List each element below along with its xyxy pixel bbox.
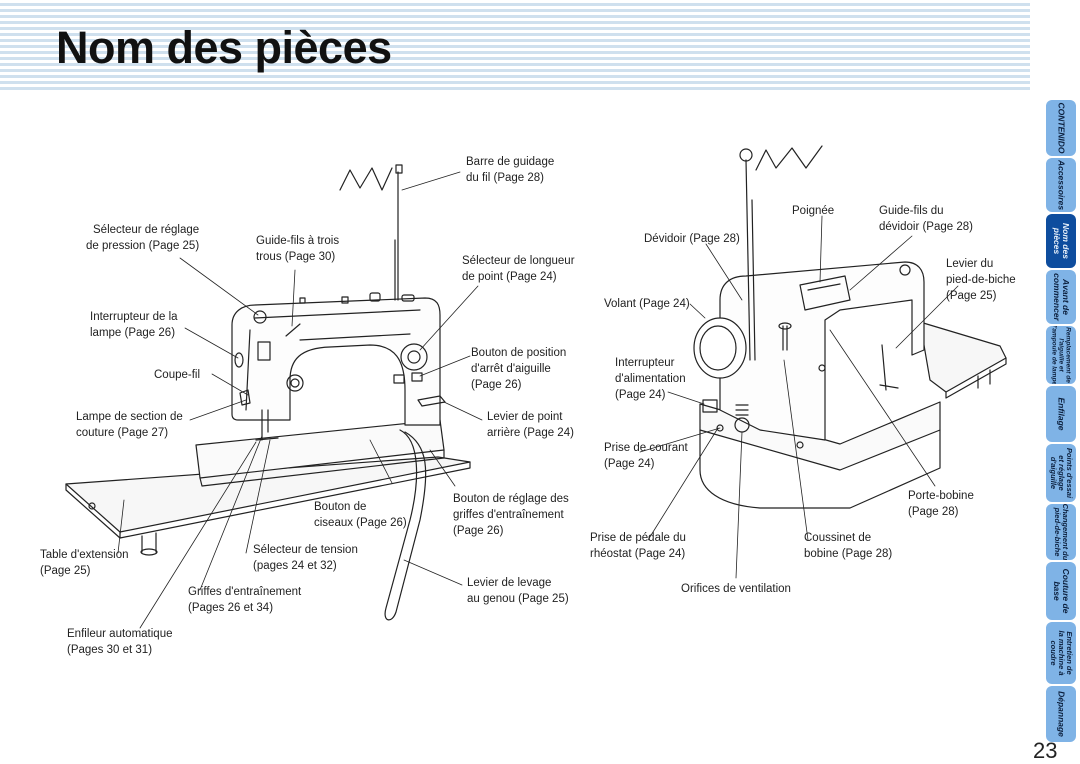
tab-nom-des-pieces[interactable]: Nom des pièces — [1046, 214, 1076, 268]
label-orifices: Orifices de ventilation — [681, 583, 791, 595]
label-prise-courant: Prise de courant (Page 24) — [604, 442, 688, 470]
label-enfileur: Enfileur automatique (Pages 30 et 31) — [67, 628, 173, 656]
label-bouton-griffes: Bouton de réglage des griffes d'entraîne… — [453, 493, 569, 537]
label-selecteur-tension: Sélecteur de tension (pages 24 et 32) — [253, 544, 358, 572]
label-volant: Volant (Page 24) — [604, 298, 690, 310]
tab-label: Avant de commencer — [1052, 273, 1071, 321]
label-levier-arriere: Levier de point arrière (Page 24) — [487, 411, 574, 439]
tab-label: Enfilage — [1056, 397, 1067, 431]
tab-accessoires[interactable]: Accessoires — [1046, 158, 1076, 212]
front-machine-drawing — [65, 164, 471, 621]
label-coupe-fil: Coupe-fil — [154, 369, 201, 381]
tab-enfilage[interactable]: Enfilage — [1046, 386, 1076, 442]
tab-changement-pied[interactable]: Changement du pied-de-biche — [1046, 504, 1076, 560]
tab-contenido[interactable]: CONTENIDO — [1046, 100, 1076, 156]
label-lampe-section: Lampe de section de couture (Page 27) — [76, 411, 183, 439]
tab-couture-de-base[interactable]: Couture de base — [1046, 562, 1076, 620]
tab-label: CONTENIDO — [1056, 102, 1067, 154]
tab-avant-de-commencer[interactable]: Avant de commencer — [1046, 270, 1076, 324]
label-selecteur-longueur: Sélecteur de longueur de point (Page 24) — [462, 255, 575, 283]
sewing-machine-illustrations — [65, 145, 1007, 629]
label-bouton-position: Bouton de position d'arrêt d'aiguille (P… — [471, 347, 567, 391]
label-prise-pedale: Prise de pédale du rhéostat (Page 24) — [590, 532, 686, 560]
label-interrupteur-lampe: Interrupteur de la lampe (Page 26) — [90, 311, 178, 339]
label-guide-fils-trois: Guide-fils à trois trous (Page 30) — [256, 235, 340, 263]
front-leader-lines — [117, 171, 483, 629]
label-guide-devidoir: Guide-fils du dévidoir (Page 28) — [879, 205, 973, 233]
tab-label: Accessoires — [1056, 159, 1067, 211]
tab-label: Couture de base — [1052, 568, 1071, 614]
tab-label: Dépannage — [1056, 691, 1067, 737]
back-leader-lines — [639, 215, 959, 579]
label-poignee: Poignée — [792, 205, 835, 217]
label-bouton-ciseaux: Bouton de ciseaux (Page 26) — [314, 501, 407, 529]
tab-label: Changement du pied-de-biche — [1053, 504, 1070, 560]
title-stripes — [0, 0, 1030, 92]
label-coussinet: Coussinet de bobine (Page 28) — [804, 532, 893, 560]
tab-label: Entretien de la machine à coudre — [1049, 630, 1074, 676]
label-porte-bobine: Porte-bobine (Page 28) — [908, 490, 974, 518]
tab-remplacement[interactable]: Remplacement de l'aiguille et l'ampoule … — [1046, 326, 1076, 384]
tab-label: Points d'essai et réglage d'aiguille — [1049, 447, 1074, 499]
label-selecteur-pression: Sélecteur de réglage de pression (Page 2… — [86, 224, 200, 252]
label-barre-guidage: Barre de guidage du fil (Page 28) — [466, 156, 555, 184]
page-title: Nom des pièces — [56, 22, 392, 73]
tab-points-essai[interactable]: Points d'essai et réglage d'aiguille — [1046, 444, 1076, 502]
back-machine-drawing — [693, 145, 1007, 509]
tab-depannage[interactable]: Dépannage — [1046, 686, 1076, 742]
page-number: 23 — [1033, 738, 1058, 763]
tab-entretien[interactable]: Entretien de la machine à coudre — [1046, 622, 1076, 684]
label-devidoir: Dévidoir (Page 28) — [644, 233, 740, 245]
label-interrupteur-alim: Interrupteur d'alimentation (Page 24) — [615, 357, 686, 401]
tab-label: Nom des pièces — [1052, 223, 1071, 259]
label-griffes: Griffes d'entraînement (Pages 26 et 34) — [188, 586, 302, 614]
tab-label: Remplacement de l'aiguille et l'ampoule … — [1050, 326, 1072, 384]
label-levier-levage: Levier de levage au genou (Page 25) — [467, 577, 569, 605]
label-table-extension: Table d'extension (Page 25) — [40, 549, 129, 577]
label-levier-pied: Levier du pied-de-biche (Page 25) — [946, 258, 1016, 302]
